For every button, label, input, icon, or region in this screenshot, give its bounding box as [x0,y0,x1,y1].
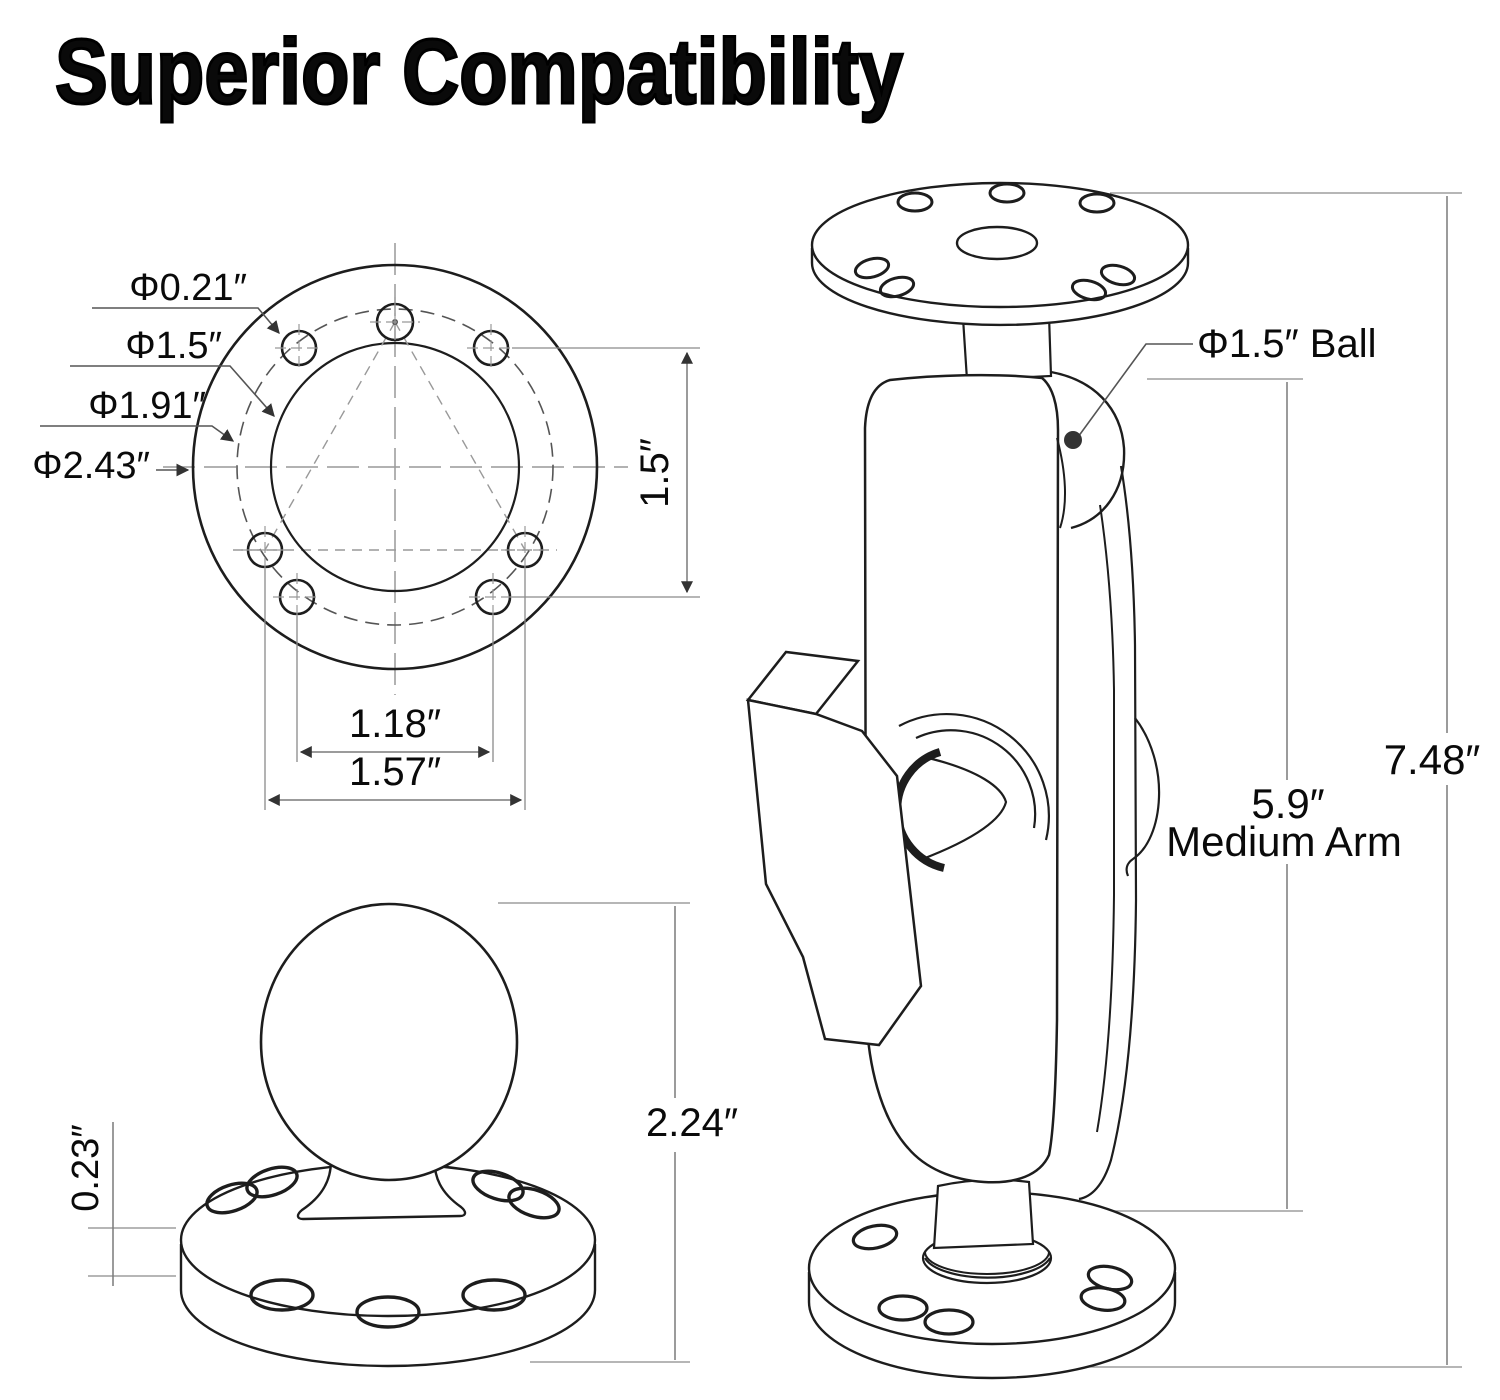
plate-hole [1070,278,1108,302]
dimension-overall-height-label: 2.24″ [646,1101,738,1145]
knob-boss-outer-ring [898,712,1050,841]
dimension-overall-length-label: 7.48″ [1384,736,1481,783]
assembly-top-plate [810,181,1190,309]
plate-hole [853,256,891,280]
plate-hole [878,275,916,299]
callout-outer-diameter-label: Φ2.43″ [32,445,150,487]
callout-ball: Φ1.5″ Ball [1064,322,1377,449]
knob-boss-mid-ring [915,729,1037,829]
wing-knob-front-face [746,698,923,1047]
callout-hole-diameter-label: Φ0.21″ [129,267,247,309]
callout-ball-label: Φ1.5″ Ball [1197,322,1377,366]
dimension-vertical-span: 1.5″ [512,347,700,598]
dimension-inner-spacing: 1.18″ [296,616,494,762]
plate-hole [355,1295,421,1329]
plate-hole [1078,192,1116,214]
outer-diameter-circle [191,263,599,671]
dimension-outer-spacing-label: 1.57″ [349,750,441,794]
dimension-arm-length-label: 5.9″ [1251,780,1324,827]
bolt-hole [501,526,549,574]
callout-inner-diameter-label: Φ1.5″ [125,325,222,367]
arm-name-label: Medium Arm [1166,818,1402,865]
dimension-plate-thickness: 0.23″ [65,1122,176,1286]
assembly-view: 7.48″ 5.9″ Medium Arm [745,181,1481,1380]
bolt-circle [236,308,554,626]
arm-side-inner-edge [1096,504,1115,1133]
dimension-overall-height: 2.24″ [498,902,738,1363]
plate-hole [988,182,1026,204]
plate-hole [461,1278,527,1312]
lower-ball-profile [1125,717,1161,877]
dimension-inner-spacing-label: 1.18″ [349,702,441,746]
dimension-overall-length: 7.48″ [1085,192,1481,1368]
knob-cone-detail [919,755,1008,862]
construction-line-left [264,321,396,551]
plate-hole [877,1294,929,1322]
plate-hole [471,1169,525,1203]
plate-center-hole [955,225,1039,261]
plate-hole [923,1308,975,1336]
page-title: Superior Compatibility [55,21,903,123]
bolt-hole [370,297,420,347]
plate-hole [851,1223,899,1251]
construction-line-right [394,321,526,551]
bolt-hole [241,526,289,574]
bolt-hole [467,324,515,372]
upper-ball-outline [1050,370,1126,530]
callout-bolt-circle-label: Φ1.91″ [88,385,206,427]
bolt-hole [275,324,323,372]
plate-hole [1099,263,1137,287]
ball-base-side-view: 0.23″ 2.24″ [65,902,738,1368]
plate-hole [896,191,934,213]
upper-ball-inner-curve [1056,437,1066,529]
flange-top-view: Φ0.21″ Φ1.5″ Φ1.91″ Φ2.43″ 1.5″ 1.18″ [32,243,700,810]
callout-bolt-circle-diameter: Φ1.91″ [40,385,235,442]
callout-hole-diameter: Φ0.21″ [92,267,280,334]
dimension-arm-length: 5.9″ Medium Arm [1112,378,1402,1212]
arm-side-outer-edge [1078,465,1138,1201]
callout-inner-diameter: Φ1.5″ [70,325,275,417]
callout-ball-dot [1064,431,1082,449]
inner-diameter-circle [269,341,521,593]
bolt-hole [469,573,517,621]
socket-opening [924,1251,1050,1275]
bolt-hole [273,573,321,621]
plate-hole [245,1165,299,1199]
callout-outer-diameter: Φ2.43″ [32,445,190,487]
dimension-vertical-label: 1.5″ [633,438,677,508]
lower-neck [932,1178,1035,1250]
plate-hole [507,1186,561,1220]
rubber-ball [259,902,519,1182]
plate-hole [205,1181,259,1215]
plate-hole [1079,1286,1127,1312]
plate-hole [249,1278,315,1312]
socket-ring-front [924,1257,1051,1279]
dimension-outer-spacing: 1.57″ [264,569,526,810]
dimension-plate-thickness-label: 0.23″ [65,1124,107,1211]
